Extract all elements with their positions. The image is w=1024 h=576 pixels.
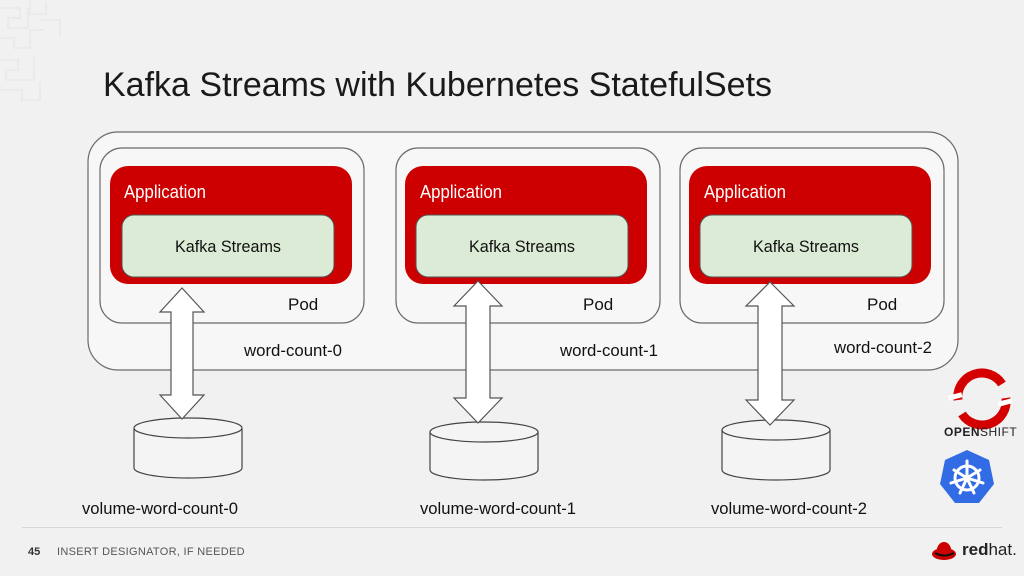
- redhat-wordmark: redhat.: [962, 540, 1017, 559]
- openshift-icon: [947, 368, 1013, 430]
- word-count-name-1: word-count-1: [559, 341, 658, 360]
- kafka-streams-box-1: [415, 214, 629, 278]
- application-label-1: Application: [420, 182, 502, 202]
- application-label-2: Application: [704, 182, 786, 202]
- pod-1: Application Kafka Streams Pod: [395, 147, 661, 324]
- pod-label-2: Pod: [867, 295, 897, 314]
- word-count-name-0: word-count-0: [243, 341, 342, 360]
- volume-label-2: volume-word-count-2: [711, 499, 867, 518]
- kafka-streams-label-0: Kafka Streams: [175, 237, 281, 256]
- pod-label-0: Pod: [288, 295, 318, 314]
- pod-label-1: Pod: [583, 295, 613, 314]
- pod-0: Application Kafka Streams Pod: [99, 147, 365, 324]
- page-number: 45: [28, 546, 41, 558]
- word-count-name-2: word-count-2: [833, 338, 932, 357]
- pod-2: Application Kafka Streams Pod: [679, 147, 945, 324]
- openshift-wordmark: OPENSHIFT: [944, 425, 1018, 439]
- kubernetes-icon: [940, 450, 994, 503]
- volume-cylinder-2: [721, 419, 831, 481]
- volume-label-0: volume-word-count-0: [82, 499, 238, 518]
- double-arrow-2: [744, 281, 796, 426]
- volume-cylinder-0: [133, 417, 243, 479]
- redhat-icon: [932, 542, 956, 560]
- slide-title: Kafka Streams with Kubernetes StatefulSe…: [103, 66, 773, 104]
- kafka-streams-box-2: [699, 214, 913, 278]
- volume-label-1: volume-word-count-1: [420, 499, 576, 518]
- double-arrow-1: [452, 280, 504, 424]
- volume-cylinder-1: [429, 421, 539, 481]
- double-arrow-0: [158, 287, 206, 420]
- application-label-0: Application: [124, 182, 206, 202]
- designator-text: INSERT DESIGNATOR, IF NEEDED: [57, 546, 245, 558]
- kafka-streams-box-0: [121, 214, 335, 278]
- kafka-streams-label-2: Kafka Streams: [753, 237, 859, 256]
- footer-divider: [22, 527, 1002, 528]
- corner-pattern-decoration: [0, 0, 61, 101]
- kafka-streams-label-1: Kafka Streams: [469, 237, 575, 256]
